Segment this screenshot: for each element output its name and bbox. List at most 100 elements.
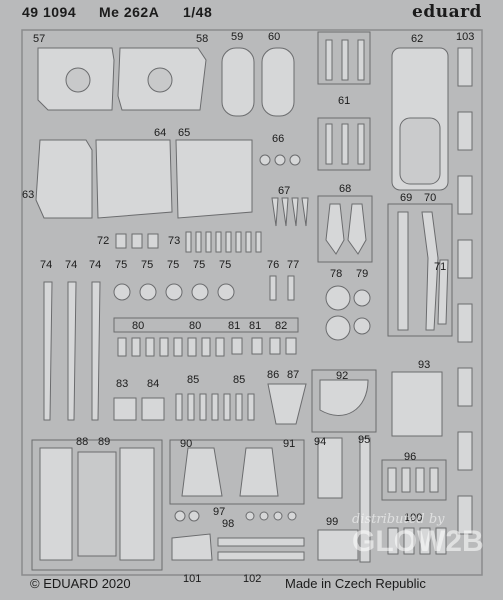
label-71: 71 xyxy=(434,261,447,273)
part-74-b xyxy=(67,281,77,421)
label-84: 84 xyxy=(147,378,160,390)
label-92: 92 xyxy=(336,370,349,382)
part-82-a xyxy=(269,337,281,355)
label-81-b: 81 xyxy=(249,320,262,332)
label-75-c: 75 xyxy=(167,259,180,271)
label-96: 96 xyxy=(404,451,417,463)
part-82-b xyxy=(285,337,297,355)
part-77 xyxy=(287,275,295,301)
label-76: 76 xyxy=(267,259,280,271)
part-69-frame xyxy=(387,203,453,337)
label-64: 64 xyxy=(154,127,167,139)
part-101 xyxy=(171,533,213,561)
part-64 xyxy=(95,139,173,219)
label-93: 93 xyxy=(418,359,431,371)
label-72: 72 xyxy=(97,235,110,247)
part-88-89-center xyxy=(77,451,117,557)
part-93 xyxy=(391,371,443,437)
part-68-a xyxy=(325,203,345,255)
part-61-c xyxy=(357,39,365,81)
part-96-row xyxy=(387,467,439,493)
label-74-b: 74 xyxy=(65,259,78,271)
label-57: 57 xyxy=(33,33,46,45)
label-65: 65 xyxy=(178,127,191,139)
label-98: 98 xyxy=(222,518,235,530)
part-92 xyxy=(319,379,369,416)
label-87: 87 xyxy=(287,369,300,381)
part-103-column xyxy=(457,47,473,535)
part-63 xyxy=(35,139,93,219)
part-88-89-frame xyxy=(31,439,163,571)
part-61-f xyxy=(357,123,365,165)
label-63: 63 xyxy=(22,189,35,201)
part-73 xyxy=(185,231,262,253)
label-68: 68 xyxy=(339,183,352,195)
label-67: 67 xyxy=(278,185,291,197)
part-102-b xyxy=(217,551,305,561)
label-80-b: 80 xyxy=(189,320,202,332)
part-67 xyxy=(271,197,309,227)
origin-note: Made in Czech Republic xyxy=(285,576,426,591)
label-102: 102 xyxy=(243,573,262,585)
part-81-a xyxy=(231,337,243,355)
part-61-upper xyxy=(317,31,371,85)
part-65 xyxy=(175,139,253,219)
model-name: Me 262A xyxy=(99,4,160,20)
part-86-87 xyxy=(267,383,307,425)
part-81-b xyxy=(251,337,263,355)
label-74-c: 74 xyxy=(89,259,102,271)
part-102-a xyxy=(217,537,305,547)
part-88 xyxy=(39,447,73,561)
part-90 xyxy=(181,447,223,497)
label-75-d: 75 xyxy=(193,259,206,271)
part-71 xyxy=(437,259,449,325)
part-58-hole xyxy=(147,67,173,93)
label-80-a: 80 xyxy=(132,320,145,332)
copyright: © EDUARD 2020 xyxy=(30,576,131,591)
distributor-watermark: distributed by GLOW2B xyxy=(352,512,484,572)
part-68-frame xyxy=(317,195,373,263)
label-99: 99 xyxy=(326,516,339,528)
label-59: 59 xyxy=(231,31,244,43)
watermark-name: GLOW2B xyxy=(352,525,484,558)
label-79: 79 xyxy=(356,268,369,280)
part-75-row xyxy=(113,283,235,301)
part-68-b xyxy=(347,203,367,255)
label-69: 69 xyxy=(400,192,413,204)
part-96-frame xyxy=(381,459,447,501)
part-92-frame xyxy=(311,369,377,433)
scale: 1/48 xyxy=(183,4,213,20)
watermark-tagline: distributed by xyxy=(352,512,445,527)
label-66: 66 xyxy=(272,133,285,145)
part-80-rail xyxy=(113,317,299,333)
part-97 xyxy=(174,510,200,522)
part-89 xyxy=(119,447,155,561)
part-100-row xyxy=(387,527,447,555)
part-66 xyxy=(259,154,301,166)
label-89: 89 xyxy=(98,436,111,448)
part-95 xyxy=(359,437,371,563)
label-88: 88 xyxy=(76,436,89,448)
part-61-d xyxy=(325,123,333,165)
part-76 xyxy=(269,275,277,301)
part-60 xyxy=(261,47,295,117)
label-103: 103 xyxy=(456,31,475,43)
part-59 xyxy=(221,47,255,117)
label-62: 62 xyxy=(411,33,424,45)
part-78-a xyxy=(325,285,351,311)
part-94 xyxy=(317,437,343,499)
label-83: 83 xyxy=(116,378,129,390)
part-57-hole xyxy=(65,67,91,93)
label-91: 91 xyxy=(283,438,296,450)
label-75-e: 75 xyxy=(219,259,232,271)
part-85-row xyxy=(175,393,255,421)
part-91 xyxy=(239,447,279,497)
part-61-e xyxy=(341,123,349,165)
part-83 xyxy=(113,397,137,421)
label-81-a: 81 xyxy=(228,320,241,332)
label-61: 61 xyxy=(338,95,351,107)
label-77: 77 xyxy=(287,259,300,271)
label-58: 58 xyxy=(196,33,209,45)
